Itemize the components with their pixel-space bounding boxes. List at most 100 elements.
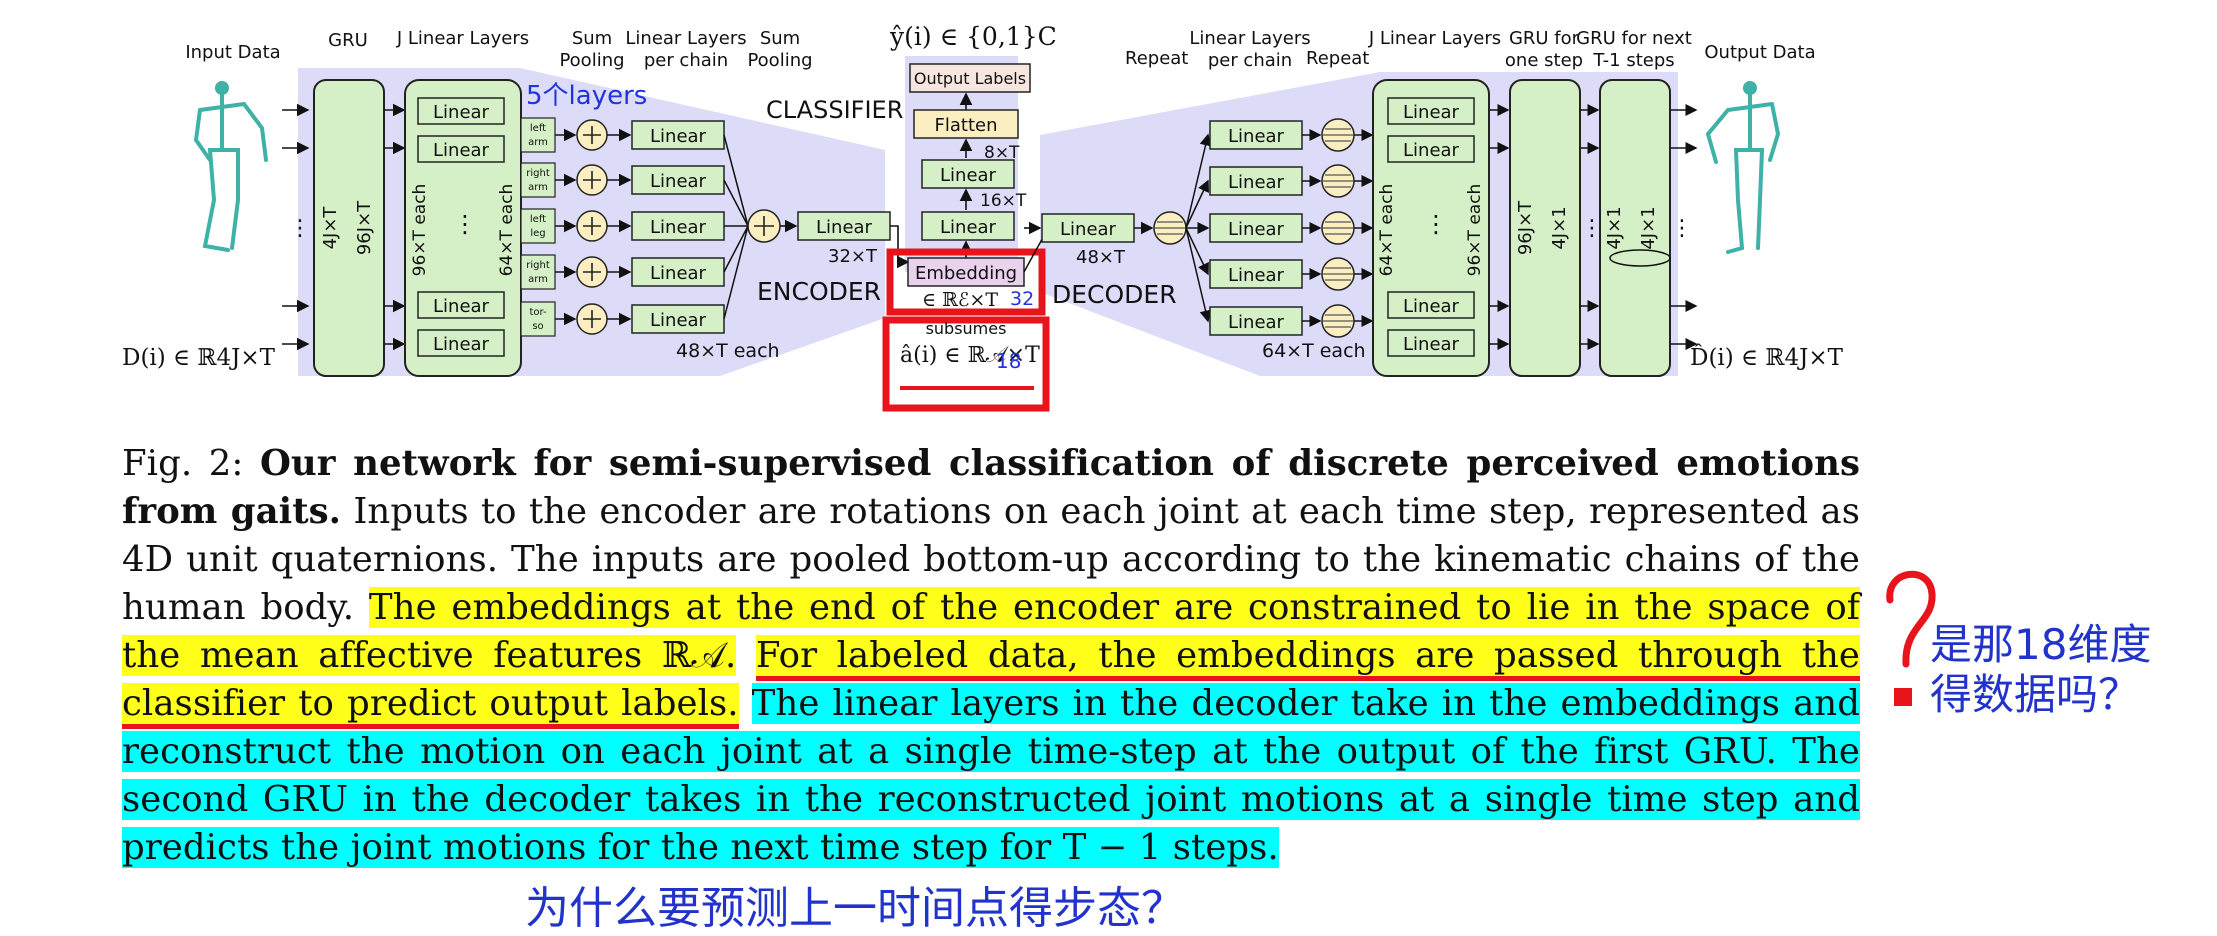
linear-per-chain-label-a: Linear Layers: [625, 28, 746, 49]
repeat-label-2: Repeat: [1306, 48, 1369, 69]
chain-2a: right: [526, 168, 550, 179]
output-math: D̂(i) ∈ ℝ4J×T: [1690, 345, 1844, 371]
output-labels-text: Output Labels: [914, 69, 1026, 88]
gru-next-b: T-1 steps: [1592, 50, 1674, 71]
chain-linear-1: Linear: [650, 126, 707, 147]
chain-linear-2: Linear: [650, 171, 707, 192]
decoder-gru-next-steps: [1599, 79, 1671, 377]
network-diagram: Input Data GRU J Linear Layers Sum Pooli…: [122, 22, 1844, 412]
dec-gru-dots-a: ⋮: [1581, 216, 1603, 241]
fanout-lines: [1185, 133, 1212, 323]
handwritten-note-right: 是那18维度 得数据吗？: [1930, 620, 2151, 720]
caption-fig-number: Fig. 2:: [122, 443, 244, 484]
enc-linear-4: Linear: [433, 334, 490, 355]
dec-linear-2: Linear: [1403, 140, 1460, 161]
note-right-line-1: 是那18维度: [1930, 620, 2152, 669]
dec-linear-3: Linear: [1403, 296, 1460, 317]
figure-caption: Fig. 2: Our network for semi-supervised …: [122, 440, 1860, 872]
linear-per-chain-label-b: per chain: [644, 50, 728, 71]
caption-plain-text: Inputs to the encoder are rotations on e…: [122, 491, 1860, 628]
encoder-label: ENCODER: [757, 277, 881, 306]
dims-48-decoder: 48×T: [1076, 247, 1126, 268]
dec-linear-4: Linear: [1403, 334, 1460, 355]
chain-3a: left: [530, 214, 546, 225]
caption-bold-title: Our network for semi-supervised classifi…: [122, 443, 1860, 532]
sum-pooling-label-1a: Sum: [572, 28, 612, 49]
decoder-first-linear-label: Linear: [1060, 219, 1117, 240]
dec-j-dim-64: 64×T each: [1377, 184, 1397, 277]
chain-4b: arm: [528, 274, 548, 285]
dec-linear-per-chain-a: Linear Layers: [1189, 28, 1310, 49]
decoder-gru-one-step: [1509, 79, 1581, 377]
decoder-linear-boxes: [1387, 97, 1475, 357]
gru-to-linear-arrows: [384, 103, 406, 351]
yhat-math: ŷ(i) ∈ {0,1}C: [889, 22, 1057, 51]
dec-chain-linear-3: Linear: [1228, 219, 1285, 240]
j-dots: ⋮: [453, 210, 477, 238]
dec-gru-dim-4j1-c: 4J×1: [1638, 206, 1659, 249]
chain-5a: tor-: [529, 307, 547, 318]
classifier-linear-1-label: Linear: [940, 165, 997, 186]
dec-j-dim-96: 96×T each: [1465, 184, 1485, 277]
emb-32-note: 32: [1010, 288, 1034, 310]
dec-linear-1: Linear: [1403, 102, 1460, 123]
chain-4a: right: [526, 260, 550, 271]
repeat-label-1: Repeat: [1125, 48, 1188, 69]
encoder-linear-boxes: [417, 97, 505, 357]
encoder-final-linear-label: Linear: [816, 217, 873, 238]
chain-linear-5: Linear: [650, 310, 707, 331]
classifier-linear-1: [921, 159, 1015, 189]
ahat-math: â(i) ∈ ℝ𝒜×T: [900, 343, 1040, 368]
gru-label: GRU: [328, 30, 368, 51]
output-arrows: [1670, 104, 1698, 350]
chain-linear-4: Linear: [650, 263, 707, 284]
chain-boxes: [520, 117, 556, 337]
input-dots: ⋮: [289, 216, 311, 241]
classifier-linear-2: [921, 211, 1015, 241]
dec-j-linear-layers: J Linear Layers: [1368, 28, 1501, 49]
dec-j-dots: ⋮: [1424, 210, 1448, 238]
chain-linear-3: Linear: [650, 217, 707, 238]
dec-chain-linear-1: Linear: [1228, 126, 1285, 147]
output-data-label: Output Data: [1704, 42, 1815, 63]
j-dim-96: 96×T each: [410, 184, 430, 277]
decoder-chain-linear-boxes: [1209, 120, 1303, 336]
emb-space-math: ∈ ℝℰ×T: [922, 289, 998, 311]
classifier-label: CLASSIFIER: [766, 96, 903, 124]
enc-linear-3: Linear: [433, 296, 490, 317]
gru-one-step-b: one step: [1505, 50, 1583, 71]
dims-8: 8×T: [984, 143, 1020, 163]
sum-pooling-label-1b: Pooling: [559, 50, 624, 71]
dims-32: 32×T: [828, 246, 878, 267]
flatten-text: Flatten: [935, 115, 998, 136]
dec-gru-dim-4j1-b: 4J×1: [1604, 206, 1625, 249]
gru-dim-4j: 4J×T: [320, 206, 341, 250]
sum-pooling-label-2b: Pooling: [747, 50, 812, 71]
chain-linear-boxes: [631, 120, 725, 334]
dec-gru-dim-96j: 96J×T: [1515, 200, 1536, 255]
ahat-18-note: 18: [996, 349, 1021, 373]
input-skeleton-icon: [193, 81, 268, 252]
dims-16: 16×T: [980, 191, 1027, 211]
enc-linear-1: Linear: [433, 102, 490, 123]
red-box-embedding: [886, 248, 1046, 316]
handwritten-note-bottom: 为什么要预测上一时间点得步态？: [525, 883, 1185, 934]
chain-3b: leg: [530, 228, 545, 239]
dec-gru-dim-4j1: 4J×1: [1549, 206, 1570, 249]
dec-chain-linear-2: Linear: [1228, 172, 1285, 193]
flatten-box: [913, 109, 1019, 139]
chain-2b: arm: [528, 182, 548, 193]
embedding-box: [907, 257, 1025, 287]
encoder-gru-block: [313, 79, 385, 377]
input-arrows: [282, 103, 310, 351]
dec-chain-linear-5: Linear: [1228, 312, 1285, 333]
chain-1a: left: [530, 123, 546, 134]
output-labels-box: [909, 63, 1031, 93]
gru-one-step-a: GRU for: [1509, 28, 1580, 49]
decoder-label: DECODER: [1052, 280, 1177, 309]
merge-lines: [723, 134, 749, 320]
plus-signs: [583, 126, 601, 328]
enc-linear-2: Linear: [433, 140, 490, 161]
j-linear-layers-label: J Linear Layers: [396, 28, 529, 49]
repeat-stripes: [1323, 128, 1353, 328]
